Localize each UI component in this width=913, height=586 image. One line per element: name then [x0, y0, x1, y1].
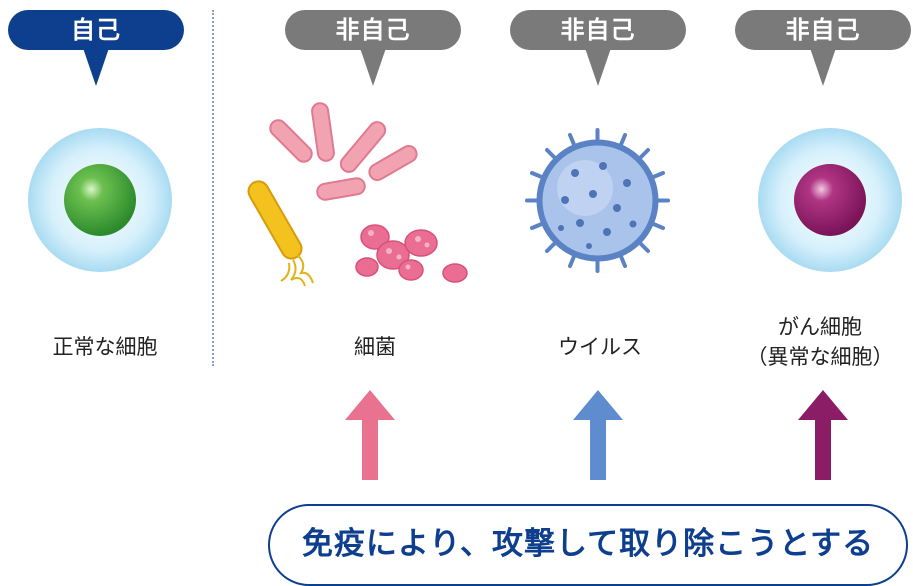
normal-cell-icon: [28, 128, 172, 272]
non-self-badge-virus: 非自己: [510, 10, 686, 86]
virus-icon: [525, 128, 670, 273]
cancer-cell-label-line1: がん細胞: [778, 315, 862, 339]
self-nonself-divider: [212, 10, 214, 366]
cancer-cell-icon: [758, 128, 902, 272]
immune-response-text: 免疫により、攻撃して取り除こうとする: [301, 526, 875, 562]
virus-up-arrow: [573, 390, 623, 480]
bacteria-label: 細菌: [354, 335, 396, 359]
cancer-up-arrow: [798, 390, 848, 480]
non-self-badge-bacteria: 非自己: [285, 10, 461, 86]
non-self-badge-cancer: 非自己: [735, 10, 911, 86]
cancer-cell-label: がん細胞 （異常な細胞）: [730, 312, 910, 372]
bacteria-up-arrow: [345, 390, 395, 480]
cancer-cell-label-line2: （異常な細胞）: [746, 345, 894, 369]
normal-cell-label: 正常な細胞: [52, 335, 158, 359]
self-badge: 自己: [8, 10, 184, 86]
bacteria-icon: [247, 102, 468, 287]
virus-label: ウイルス: [558, 335, 642, 359]
